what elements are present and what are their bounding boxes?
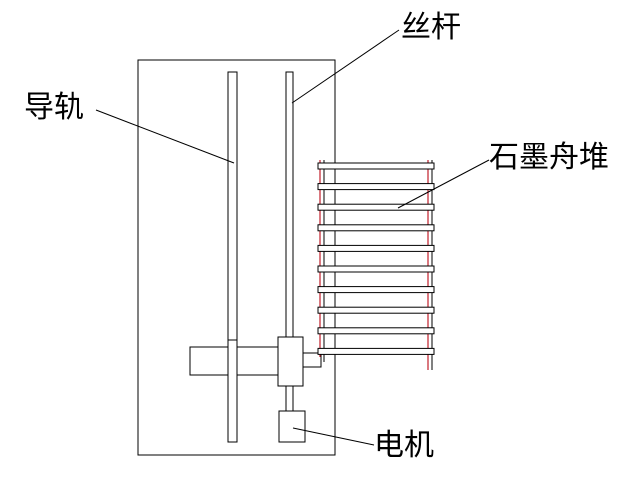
lead-screw xyxy=(285,71,294,343)
label-motor: 电机 xyxy=(374,428,434,463)
carriage-connector xyxy=(302,352,322,368)
boat-slat xyxy=(317,183,435,191)
graphite-boat-stack xyxy=(317,160,435,370)
boat-slat xyxy=(317,265,435,273)
boat-slat xyxy=(317,203,435,211)
motor xyxy=(278,410,306,443)
boat-slat xyxy=(317,306,435,314)
boat-slat xyxy=(317,224,435,232)
boat-slat xyxy=(317,244,435,252)
leader-line-graphite-boat-stack xyxy=(397,159,490,209)
boat-slat xyxy=(317,286,435,294)
leader-line-guide-rail xyxy=(95,109,235,164)
lead-screw-lower xyxy=(285,384,294,414)
guide-rail-lower xyxy=(227,339,238,443)
label-guide-rail: 导轨 xyxy=(24,90,84,125)
leader-line-lead-screw xyxy=(291,29,400,104)
carriage-block xyxy=(277,336,304,387)
leader-line-motor xyxy=(292,427,375,446)
label-graphite-boat-stack: 石墨舟堆 xyxy=(489,140,609,175)
boat-slat xyxy=(317,347,435,355)
boat-slat xyxy=(317,162,435,170)
label-lead-screw: 丝杆 xyxy=(401,10,461,45)
boat-slat xyxy=(317,327,435,335)
